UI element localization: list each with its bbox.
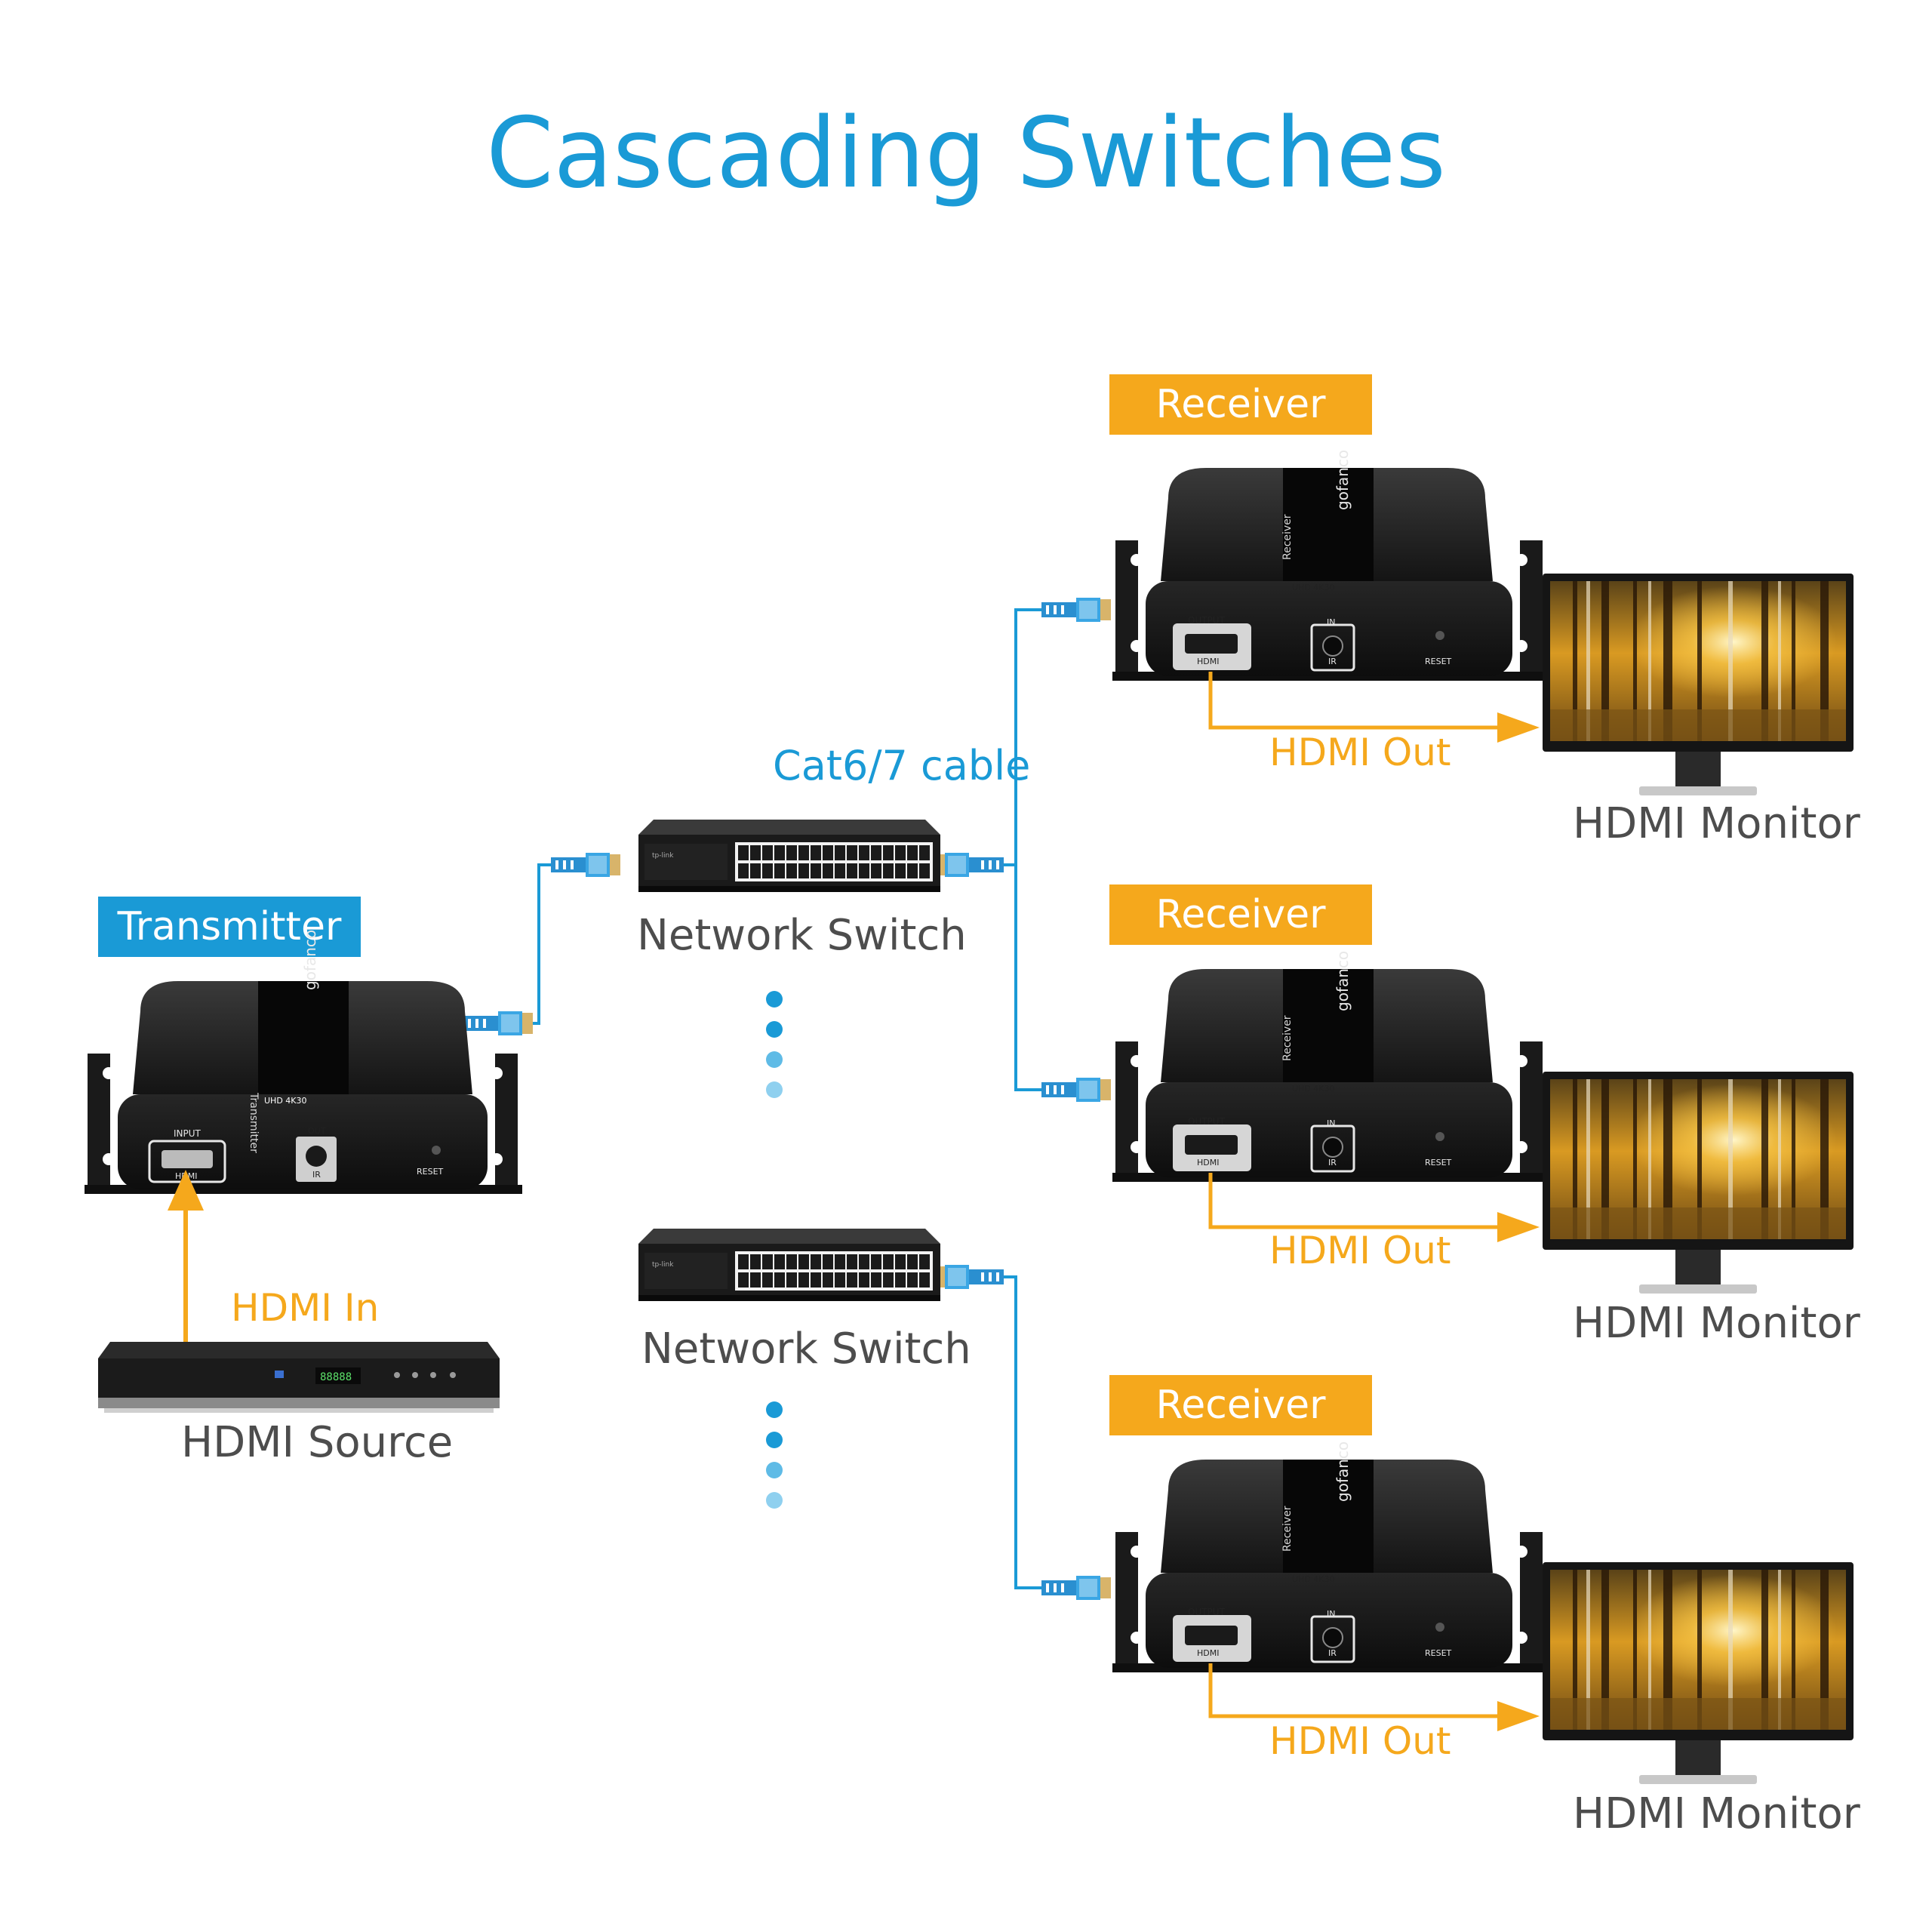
receiver-3-badge: UHD 4K30: [1292, 1574, 1335, 1584]
receiver-1-device-label: Receiver: [1281, 514, 1294, 560]
hdmi-out-label-2: HDMI Out: [1269, 1229, 1451, 1272]
receiver-device-icon-3: [1112, 1460, 1547, 1672]
more-switches-dots-2: [766, 1401, 783, 1509]
hdmi-out-arrow-2: [1208, 1173, 1540, 1242]
transmitter-device-label: Transmitter: [248, 1092, 260, 1153]
receiver-2-port-hdmi: HDMI: [1197, 1158, 1219, 1168]
receiver-2-port-ir: IR: [1328, 1158, 1337, 1168]
hdmi-monitor-icon-3: [1543, 1562, 1854, 1784]
monitor-caption-3: HDMI Monitor: [1573, 1789, 1860, 1838]
switch-caption-1: Network Switch: [637, 911, 967, 960]
hdmi-monitor-icon-1: [1543, 574, 1854, 795]
receiver-2-badge: UHD 4K30: [1292, 1084, 1335, 1094]
hdmi-source-player-icon: 88888: [98, 1342, 500, 1413]
transmitter-port-ir-out: OUT: [308, 1126, 326, 1136]
receiver-1-reset: RESET: [1425, 657, 1452, 666]
receiver-3-brand: gofanco: [1334, 1441, 1352, 1502]
receiver-1-port-ir: IR: [1328, 657, 1337, 666]
hdmi-out-arrow-1: [1208, 672, 1540, 743]
network-switch-icon: [638, 820, 940, 892]
receiver-3-port-hdmi: HDMI: [1197, 1648, 1219, 1658]
receiver-2-device-label: Receiver: [1281, 1015, 1294, 1061]
receiver-1-brand: gofanco: [1334, 450, 1352, 510]
cable-label: Cat6/7 cable: [773, 742, 1031, 789]
receiver-3-port-ir-in: IN: [1327, 1609, 1335, 1619]
switch-caption-2: Network Switch: [641, 1324, 971, 1374]
transmitter-tag: Transmitter: [98, 897, 361, 957]
monitor-caption-1: HDMI Monitor: [1573, 799, 1860, 848]
transmitter-brand: gofanco: [301, 930, 319, 990]
receiver-3-reset: RESET: [1425, 1648, 1452, 1658]
receiver-1-port-output: OUTPUT: [1188, 615, 1226, 626]
receiver-2-reset: RESET: [1425, 1158, 1452, 1168]
transmitter-port-ir: IR: [312, 1170, 321, 1180]
hdmi-monitor-icon-2: [1543, 1072, 1854, 1294]
receiver-2-brand: gofanco: [1334, 951, 1352, 1011]
network-switch-icon: [638, 1229, 940, 1301]
receiver-3-port-ir: IR: [1328, 1648, 1337, 1658]
monitor-caption-2: HDMI Monitor: [1573, 1299, 1860, 1348]
receiver-1-port-ir-in: IN: [1327, 617, 1335, 627]
diagram-title: Cascading Switches: [486, 97, 1446, 210]
more-switches-dots-1: [766, 991, 783, 1098]
receiver-tag-2: Receiver: [1109, 884, 1372, 945]
hdmi-in-arrow: [168, 1170, 204, 1343]
receiver-3-device-label: Receiver: [1281, 1506, 1294, 1552]
receiver-1-port-hdmi: HDMI: [1197, 657, 1219, 666]
hdmi-out-arrow-3: [1208, 1663, 1540, 1731]
hdmi-out-label-1: HDMI Out: [1269, 731, 1451, 774]
receiver-2-port-ir-in: IN: [1327, 1118, 1335, 1128]
receiver-tag-1: Receiver: [1109, 374, 1372, 435]
transmitter-port-input: INPUT: [174, 1128, 202, 1139]
receiver-tag-3: Receiver: [1109, 1375, 1372, 1435]
player-display: 88888: [320, 1371, 352, 1383]
receiver-2-port-output: OUTPUT: [1188, 1116, 1226, 1127]
receiver-1-badge: UHD 4K30: [1292, 583, 1335, 592]
cat-cable-lines: [533, 608, 1041, 1589]
hdmi-out-label-3: HDMI Out: [1269, 1719, 1451, 1763]
transmitter-badge: UHD 4K30: [264, 1096, 307, 1106]
source-caption: HDMI Source: [181, 1418, 454, 1467]
transmitter-device-icon: [85, 981, 522, 1194]
receiver-device-icon-1: [1112, 468, 1547, 681]
transmitter-reset: RESET: [417, 1167, 444, 1177]
receiver-device-icon-2: [1112, 969, 1547, 1182]
hdmi-in-label: HDMI In: [231, 1286, 380, 1330]
receiver-3-port-output: OUTPUT: [1188, 1607, 1226, 1617]
cat-cable-plugs: [463, 598, 1111, 1600]
